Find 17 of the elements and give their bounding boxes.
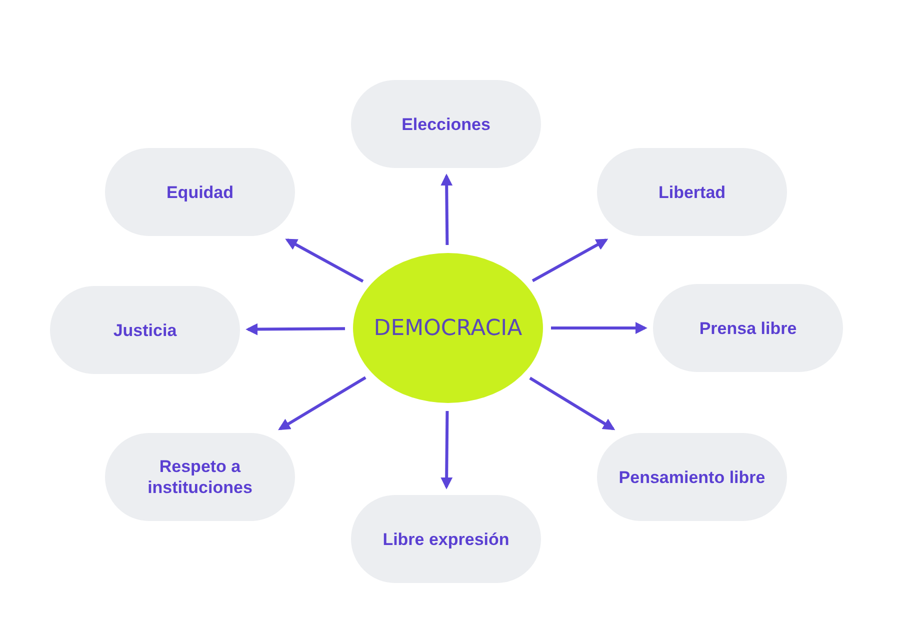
topic-label: Pensamiento libre [618,466,766,488]
topic-label: Libre expresión [382,528,510,550]
arrow [440,410,453,490]
arrow [532,238,608,282]
topic-label: Prensa libre [699,318,797,338]
topic-label: Equidad [166,182,234,202]
arrow [278,376,366,430]
arrow [529,376,616,430]
arrow [246,323,346,336]
topic-label: Libertad [658,182,726,202]
topic-label: Justicia [113,320,177,340]
topic-label: Elecciones [402,114,490,134]
arrow [551,322,648,334]
arrow [285,238,364,283]
topic-label: Respeto a instituciones [146,456,254,498]
arrow [440,174,453,246]
center-label: DEMOCRACIA [374,314,522,342]
